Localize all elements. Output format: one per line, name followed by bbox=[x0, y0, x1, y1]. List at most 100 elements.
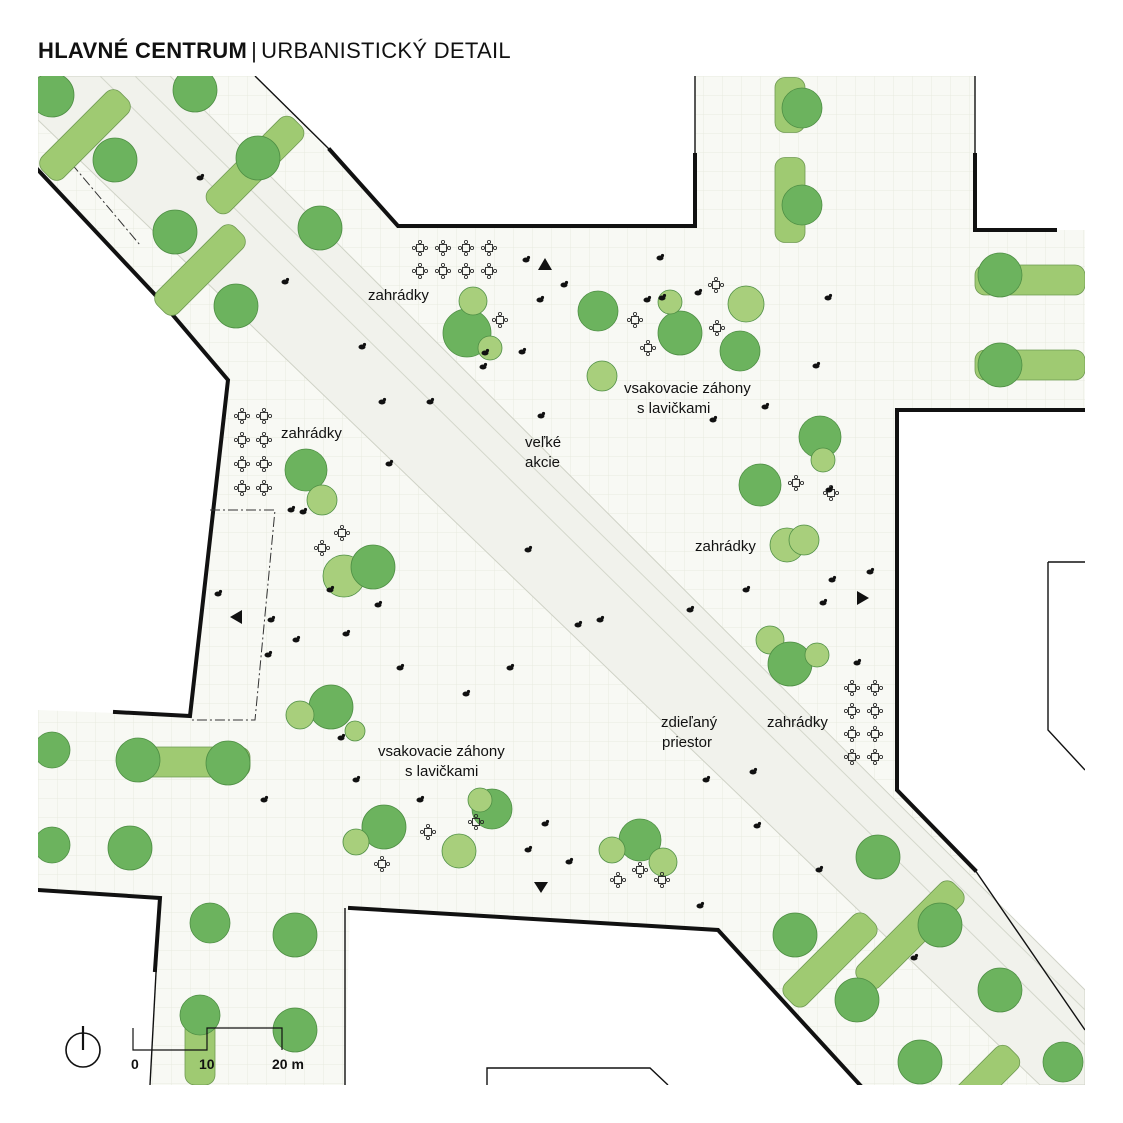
cafe-table bbox=[867, 680, 884, 697]
scale-label-0: 0 bbox=[131, 1056, 139, 1072]
cafe-table bbox=[420, 824, 437, 841]
cafe-table bbox=[788, 475, 805, 492]
person bbox=[541, 819, 550, 827]
tree-crown bbox=[205, 740, 251, 786]
tree-crown bbox=[350, 544, 396, 590]
scale-label-10: 10 bbox=[199, 1056, 215, 1072]
person bbox=[326, 585, 335, 593]
person bbox=[267, 615, 276, 623]
label-zdielany-1: zdieľaný bbox=[661, 714, 718, 731]
cafe-table bbox=[844, 749, 861, 766]
tree-crown bbox=[115, 737, 161, 783]
person bbox=[374, 600, 383, 608]
person bbox=[481, 348, 490, 356]
building-west bbox=[38, 170, 228, 716]
planting-bed bbox=[154, 224, 246, 316]
person bbox=[819, 598, 828, 606]
cafe-table bbox=[412, 240, 429, 257]
label-vsak-sw-2: s lavičkami bbox=[405, 763, 478, 780]
tree-crown bbox=[781, 184, 823, 226]
tree-crown bbox=[855, 834, 901, 880]
tree-crown bbox=[788, 524, 820, 556]
person bbox=[462, 689, 471, 697]
tree-crown bbox=[458, 286, 488, 316]
cafe-table bbox=[256, 456, 273, 473]
person bbox=[292, 635, 301, 643]
cafe-table bbox=[435, 240, 452, 257]
person bbox=[260, 795, 269, 803]
cafe-table bbox=[458, 240, 475, 257]
person bbox=[264, 650, 273, 658]
scale-bar: 0 10 20 m bbox=[131, 1027, 304, 1072]
tree-crown bbox=[577, 290, 619, 332]
label-zdielany-2: priestor bbox=[662, 734, 712, 751]
person bbox=[696, 901, 705, 909]
person bbox=[524, 545, 533, 553]
person bbox=[824, 293, 833, 301]
label-zahradky-east: zahrádky bbox=[695, 538, 756, 555]
tree-crown bbox=[767, 641, 813, 687]
person bbox=[536, 295, 545, 303]
person bbox=[385, 459, 394, 467]
person bbox=[196, 173, 205, 181]
cafe-table bbox=[256, 480, 273, 497]
entrance-arrow-east bbox=[857, 591, 869, 605]
building-east bbox=[897, 410, 1085, 1030]
person bbox=[702, 775, 711, 783]
entrance-arrow-north bbox=[538, 258, 552, 270]
person bbox=[694, 288, 703, 296]
cafe-table bbox=[374, 856, 391, 873]
person bbox=[742, 585, 751, 593]
tree-crown bbox=[977, 967, 1023, 1013]
person bbox=[686, 605, 695, 613]
person bbox=[910, 953, 919, 961]
tree-crown bbox=[441, 833, 477, 869]
north-arrow-icon bbox=[65, 1026, 101, 1068]
tree-crown bbox=[772, 912, 818, 958]
cafe-table bbox=[867, 703, 884, 720]
cafe-table bbox=[627, 312, 644, 329]
person bbox=[656, 253, 665, 261]
tree-crown bbox=[284, 448, 328, 492]
person bbox=[299, 507, 308, 515]
person bbox=[658, 293, 667, 301]
label-vsak-ne-1: vsakovacie záhony bbox=[624, 380, 751, 397]
trees bbox=[284, 285, 842, 877]
building-north-east bbox=[975, 76, 1085, 230]
tree-crown bbox=[361, 804, 407, 850]
person bbox=[825, 485, 834, 493]
person bbox=[506, 663, 515, 671]
tree-crown bbox=[477, 335, 503, 361]
tree-crown bbox=[179, 994, 221, 1036]
cafe-table bbox=[610, 872, 627, 889]
planting-bed bbox=[782, 912, 878, 1008]
tree-crown bbox=[648, 847, 678, 877]
person bbox=[378, 397, 387, 405]
cafe-table bbox=[481, 263, 498, 280]
person bbox=[815, 865, 824, 873]
map-labels: zahrádky zahrádky zahrádky zahrádky vsak… bbox=[281, 287, 828, 780]
people bbox=[196, 173, 919, 961]
tree-crown bbox=[834, 977, 880, 1023]
page-title: HLAVNÉ CENTRUM|URBANISTICKÝ DETAIL bbox=[38, 38, 511, 64]
cafe-table bbox=[708, 277, 725, 294]
cafe-table bbox=[234, 408, 251, 425]
cafe-table bbox=[458, 263, 475, 280]
person bbox=[342, 629, 351, 637]
person bbox=[479, 362, 488, 370]
person bbox=[853, 658, 862, 666]
cafe-table bbox=[844, 726, 861, 743]
person bbox=[866, 567, 875, 575]
tree-crown bbox=[38, 826, 71, 864]
tree-crown bbox=[213, 283, 259, 329]
tree-crown bbox=[598, 836, 626, 864]
title-separator: | bbox=[251, 38, 258, 63]
label-vsak-ne-2: s lavičkami bbox=[637, 400, 710, 417]
cafe-table bbox=[632, 862, 649, 879]
cafe-table bbox=[234, 456, 251, 473]
building-thin-edges bbox=[149, 76, 1085, 1085]
cafe-table bbox=[492, 312, 509, 329]
cafe-table bbox=[234, 432, 251, 449]
building-south-west bbox=[38, 890, 160, 1085]
person bbox=[709, 415, 718, 423]
